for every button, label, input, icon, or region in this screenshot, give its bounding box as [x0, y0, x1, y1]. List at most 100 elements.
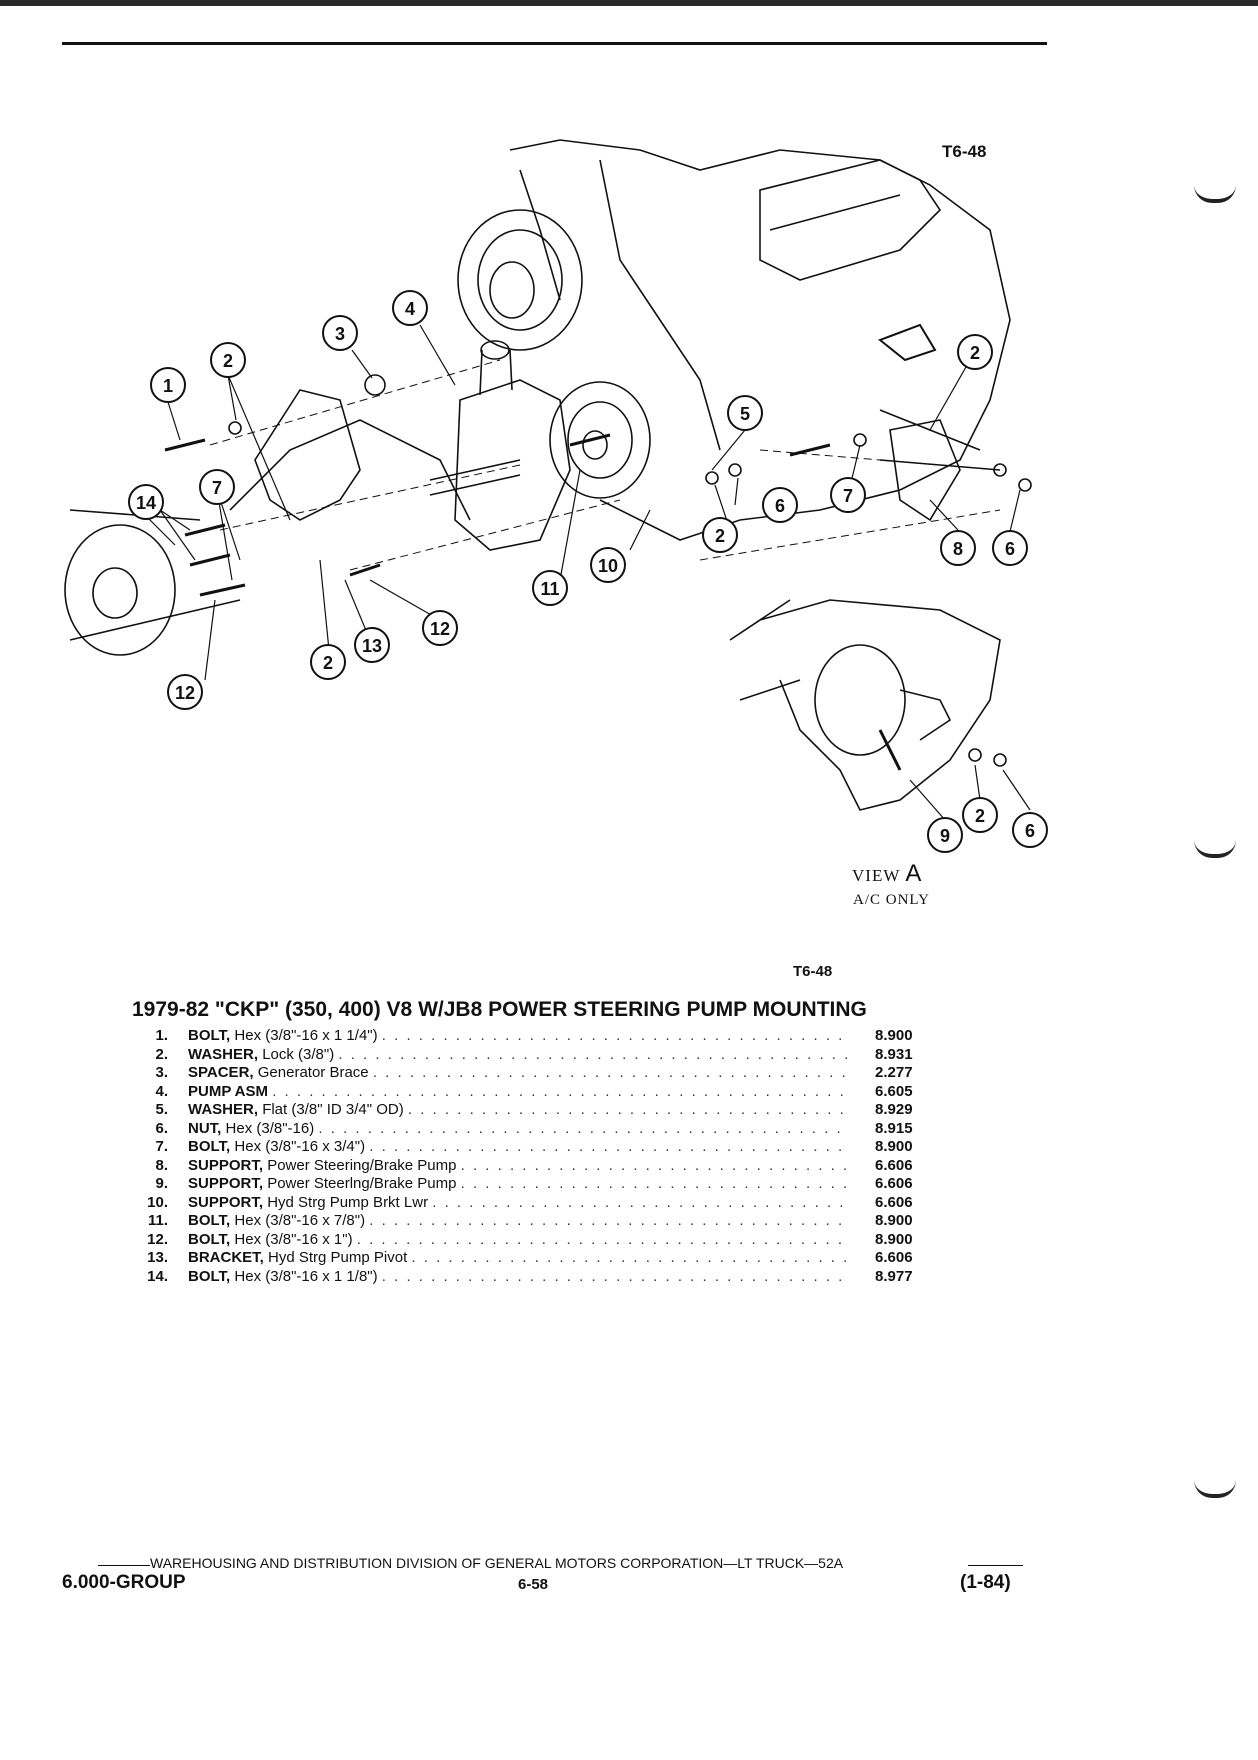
callout-2-right: 2	[957, 334, 993, 370]
item-number: 5.	[155, 1101, 168, 1118]
item-detail: Hex (3/8"-16)	[225, 1119, 315, 1137]
item-name: WASHER,	[188, 1045, 259, 1063]
leader-dots: . . . . . . . . . . . . . . . . . . . . …	[338, 1045, 848, 1063]
item-number: 4.	[155, 1082, 168, 1100]
item-number: 3.	[155, 1064, 168, 1081]
item-name: SUPPORT,	[188, 1156, 264, 1174]
parts-list-row: 8. SUPPORT, Power Steering/Brake Pump . .…	[130, 1157, 930, 1176]
parts-list-row: 7.BOLT, Hex (3/8"-16 x 3/4") . . . . . .…	[130, 1138, 930, 1157]
callout-6-right: 6	[992, 530, 1028, 566]
item-number: 10.	[147, 1193, 168, 1211]
item-code: 6.606	[875, 1249, 913, 1266]
figure-code-bottom: T6-48	[793, 963, 833, 980]
callout-9: 9	[927, 817, 963, 853]
item-detail: Hex (3/8"-16 x 1 1/4")	[234, 1027, 378, 1044]
callout-label: 10	[598, 556, 618, 576]
callout-label: 8	[953, 539, 963, 559]
item-number: 8.	[155, 1156, 168, 1174]
leader-dots: . . . . . . . . . . . . . . . . . . . . …	[356, 1230, 848, 1248]
drive-belt	[69, 509, 241, 641]
item-name: WASHER,	[188, 1101, 259, 1118]
callout-label: 11	[540, 579, 559, 599]
item-number: 2.	[155, 1045, 168, 1063]
item-detail: Power Steerlng/Brake Pump	[267, 1175, 457, 1192]
leader-dots: . . . . . . . . . . . . . . . . . . . . …	[272, 1082, 848, 1100]
spacer	[364, 374, 386, 396]
exploded-view-illustration: 1 2 3 4 5 6 7 8 9 10 11 12 13 14 7 2 2 6…	[64, 139, 1048, 853]
callout-6-inset: 6	[1012, 812, 1048, 848]
view-a-label: VIEW A	[852, 860, 922, 888]
callout-label: 7	[212, 478, 222, 498]
callout-5: 5	[727, 395, 763, 431]
item-code: 6.606	[875, 1193, 913, 1211]
item-description: PUMP ASM . . . . . . . . . . . . . . . .…	[188, 1083, 848, 1102]
item-detail: Flat (3/8" ID 3/4" OD)	[262, 1101, 404, 1118]
item-code: 8.915	[875, 1119, 913, 1137]
item-detail: Hyd Strg Pump Brkt Lwr	[267, 1193, 429, 1211]
callout-label: 6	[775, 496, 785, 516]
item-name: SUPPORT,	[188, 1175, 264, 1192]
view-label-text: VIEW	[852, 866, 901, 885]
footer-division-line: WAREHOUSING AND DISTRIBUTION DIVISION OF…	[150, 1555, 844, 1571]
parts-list-row: 2. WASHER, Lock (3/8") . . . . . . . . . …	[130, 1046, 930, 1065]
footer-rule-left	[98, 1565, 150, 1566]
item-detail: Hex (3/8"-16 x 1 1/8")	[234, 1267, 378, 1285]
item-detail: Hex (3/8"-16 x 3/4")	[234, 1138, 366, 1155]
parts-list-row: 4. PUMP ASM . . . . . . . . . . . . . . .…	[130, 1083, 930, 1102]
callout-2-left: 2	[210, 342, 246, 378]
callout-12-left: 12	[167, 674, 203, 710]
item-detail: Hex (3/8"-16 x 1")	[234, 1230, 353, 1248]
item-number: 12.	[147, 1230, 168, 1248]
item-detail: Hex (3/8"-16 x 7/8")	[234, 1212, 366, 1229]
view-a-caption: A/C ONLY	[853, 892, 930, 908]
inset-view-a-outline	[759, 599, 1001, 811]
item-name: SUPPORT,	[188, 1193, 264, 1211]
leader-dots: . . . . . . . . . . . . . . . . . . . . …	[460, 1156, 848, 1174]
callout-2-bottom: 2	[310, 644, 346, 680]
scan-edge-mark	[1194, 1480, 1236, 1498]
view-a-arrow	[878, 323, 937, 362]
leader-dots: . . . . . . . . . . . . . . . . . . . . …	[460, 1175, 848, 1192]
leader-dots: . . . . . . . . . . . . . . . . . . . . …	[372, 1064, 848, 1081]
parts-list-row: 11. BOLT, Hex (3/8"-16 x 7/8") . . . . . …	[130, 1212, 930, 1231]
parts-list-row: 3.SPACER, Generator Brace . . . . . . . …	[130, 1064, 930, 1083]
item-code: 8.931	[875, 1045, 913, 1063]
water-pump-pulley	[457, 209, 583, 351]
item-detail: Generator Brace	[257, 1064, 369, 1081]
parts-list-title: 1979-82 "CKP" (350, 400) V8 W/JB8 POWER …	[132, 998, 867, 1021]
callout-11: 11	[532, 570, 568, 606]
callout-10: 10	[590, 547, 626, 583]
callout-label: 1	[163, 376, 173, 396]
item-description: BOLT, Hex (3/8"-16 x 7/8") . . . . . . .…	[188, 1212, 848, 1231]
item-name: NUT,	[188, 1119, 222, 1137]
item-code: 8.977	[875, 1267, 913, 1285]
view-letter: A	[905, 860, 923, 887]
parts-list-row: 10.SUPPORT, Hyd Strg Pump Brkt Lwr . . .…	[130, 1194, 930, 1213]
item-code: 8.900	[875, 1027, 913, 1044]
item-detail: Hyd Strg Pump Pivot	[268, 1249, 408, 1266]
callout-12-right: 12	[422, 610, 458, 646]
callout-label: 14	[136, 493, 156, 513]
parts-list-row: 9.SUPPORT, Power Steerlng/Brake Pump . .…	[130, 1175, 930, 1194]
item-number: 11.	[147, 1212, 168, 1229]
item-description: SUPPORT, Power Steering/Brake Pump . . .…	[188, 1157, 848, 1176]
parts-list-row: 13.BRACKET, Hyd Strg Pump Pivot . . . . …	[130, 1249, 930, 1268]
parts-list-row: 5. WASHER, Flat (3/8" ID 3/4" OD) . . . .…	[130, 1101, 930, 1120]
callout-label: 2	[975, 806, 985, 826]
leader-dots: . . . . . . . . . . . . . . . . . . . . …	[318, 1119, 848, 1137]
item-description: WASHER, Flat (3/8" ID 3/4" OD) . . . . .…	[188, 1101, 848, 1120]
callout-4: 4	[392, 290, 428, 326]
item-name: PUMP ASM	[188, 1082, 269, 1100]
callout-label: 12	[175, 683, 195, 703]
parts-list-row: 12.BOLT, Hex (3/8"-16 x 1") . . . . . . …	[130, 1231, 930, 1250]
leader-dots: . . . . . . . . . . . . . . . . . . . . …	[369, 1138, 848, 1155]
scan-edge-mark	[1194, 185, 1236, 203]
callout-label: 2	[223, 351, 233, 371]
item-name: BOLT,	[188, 1027, 231, 1044]
item-code: 8.900	[875, 1138, 913, 1155]
callout-13: 13	[354, 627, 390, 663]
item-description: WASHER, Lock (3/8") . . . . . . . . . . …	[188, 1046, 848, 1065]
item-description: NUT, Hex (3/8"-16) . . . . . . . . . . .…	[188, 1120, 848, 1139]
parts-list: 1.BOLT, Hex (3/8"-16 x 1 1/4") . . . . .…	[130, 1027, 930, 1286]
leader-dots: . . . . . . . . . . . . . . . . . . . . …	[381, 1027, 848, 1044]
